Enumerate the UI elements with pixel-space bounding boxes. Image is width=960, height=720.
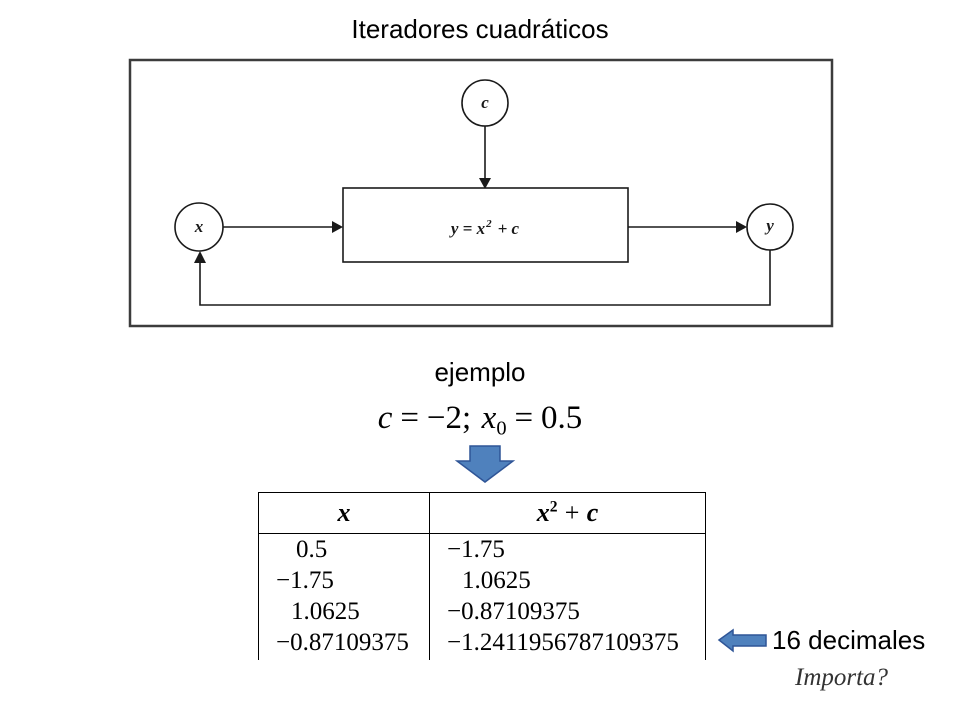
input-node-x: x bbox=[174, 202, 224, 252]
importance-question: Importa? bbox=[795, 664, 889, 691]
decimals-note: 16 decimales bbox=[772, 625, 926, 655]
table-cell-x: −0.87109375 bbox=[276, 629, 409, 656]
parameter-node-c: c bbox=[461, 79, 509, 127]
arrow-c-to-block bbox=[479, 126, 491, 189]
table-cell-x: 0.5 bbox=[296, 536, 328, 563]
header-exponent: 2 bbox=[549, 498, 558, 516]
table-row: −1.75 1.0625 bbox=[259, 565, 705, 596]
table-header-x-squared-plus-c: x2 +c bbox=[430, 493, 705, 533]
table-cell-result: 1.0625 bbox=[462, 567, 531, 594]
iteration-table: x x2+c 0.5 −1.75 −1.75 1.0625 1.0625 −0.… bbox=[258, 492, 706, 660]
formula-c-value: −2; bbox=[426, 400, 472, 436]
arrow-block-to-y bbox=[628, 221, 747, 233]
formula-x-subscript: 0 bbox=[496, 417, 507, 440]
formula-equals-sign: = bbox=[400, 400, 419, 436]
arrow-left-icon bbox=[717, 628, 767, 653]
initial-condition-formula: c=−2;x0=0.5 bbox=[0, 400, 960, 439]
example-label: ejemplo bbox=[434, 357, 526, 387]
feedback-arrow-y-to-x bbox=[194, 250, 771, 306]
table-row: −0.87109375 −1.2411956787109375 bbox=[259, 627, 705, 658]
output-node-y: y bbox=[746, 203, 794, 251]
table-cell-x: 1.0625 bbox=[291, 598, 360, 625]
formula-x-symbol: x bbox=[481, 400, 497, 436]
header-base: x bbox=[536, 498, 550, 527]
block-formula-tail: + c bbox=[498, 219, 520, 238]
table-row: 1.0625 −0.87109375 bbox=[259, 596, 705, 627]
table-header-x: x bbox=[337, 498, 351, 527]
formula-x-value: 0.5 bbox=[540, 400, 583, 436]
formula-equals-sign: = bbox=[514, 400, 534, 436]
header-constant: c bbox=[586, 498, 599, 527]
header-plus: + bbox=[564, 498, 580, 527]
table-cell-x: −1.75 bbox=[276, 567, 334, 594]
function-block-formula: y = x2 + c bbox=[449, 218, 520, 238]
input-node-label: x bbox=[194, 217, 204, 236]
output-node-label: y bbox=[764, 216, 774, 235]
formula-c-symbol: c bbox=[377, 400, 393, 436]
table-row: 0.5 −1.75 bbox=[259, 534, 705, 565]
parameter-node-label: c bbox=[481, 93, 489, 112]
arrow-x-to-block bbox=[223, 221, 343, 233]
block-formula-base: y = x bbox=[449, 219, 486, 238]
table-cell-result: −1.75 bbox=[447, 536, 505, 563]
block-formula-exponent: 2 bbox=[485, 218, 492, 230]
table-cell-result: −1.2411956787109375 bbox=[447, 629, 679, 656]
table-header-row: x x2+c bbox=[259, 493, 705, 534]
slide-title: Iteradores cuadráticos bbox=[351, 14, 609, 44]
table-column-divider bbox=[429, 493, 430, 660]
function-block: y = x2 + c bbox=[342, 187, 629, 263]
table-cell-result: −0.87109375 bbox=[447, 598, 580, 625]
quadratic-iterator-diagram: c y = x2 + c x y bbox=[128, 58, 834, 328]
arrow-down-icon bbox=[454, 445, 516, 483]
